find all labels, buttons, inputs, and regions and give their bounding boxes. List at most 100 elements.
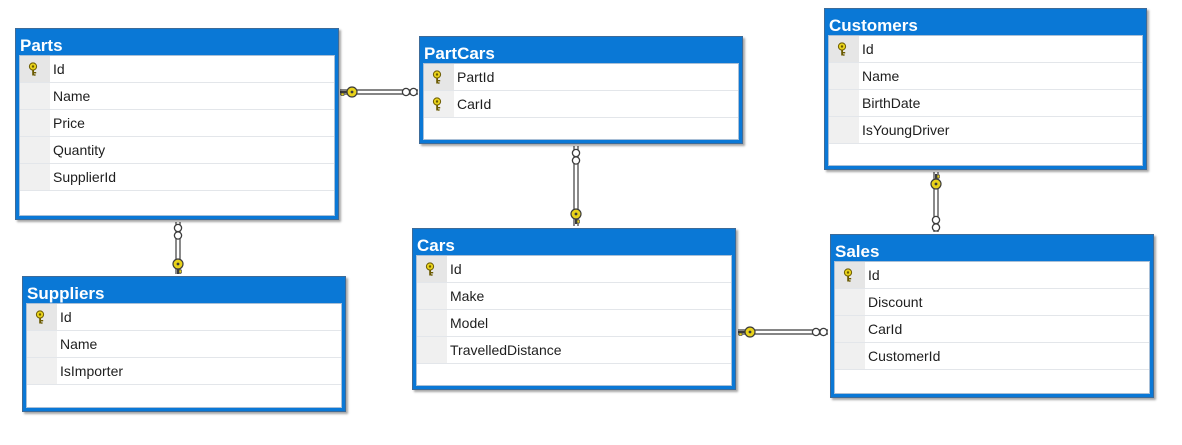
many-end-icon	[409, 87, 418, 97]
column-row-isyoungdriver[interactable]: IsYoungDriver	[829, 117, 1142, 144]
column-name: Id	[862, 41, 874, 57]
many-end-icon	[811, 327, 821, 337]
row-selector	[27, 358, 57, 384]
one-end-key-icon	[172, 258, 184, 274]
table-title: PartCars	[424, 44, 495, 63]
row-selector	[829, 117, 859, 143]
column-name: CarId	[868, 321, 903, 337]
column-name: Id	[53, 61, 65, 77]
column-row-carid[interactable]: CarId	[424, 91, 738, 118]
column-name: Name	[60, 336, 98, 352]
column-name: IsImporter	[60, 363, 124, 379]
column-row-name[interactable]: Name	[829, 63, 1142, 90]
column-name: Id	[60, 309, 72, 325]
row-selector	[424, 64, 454, 90]
column-name: Quantity	[53, 142, 106, 158]
one-end-key-icon	[738, 326, 756, 338]
row-selector	[20, 83, 50, 109]
column-row-id[interactable]: Id	[829, 36, 1142, 63]
column-name: Name	[53, 88, 91, 104]
row-selector	[835, 316, 865, 342]
row-selector	[835, 343, 865, 369]
row-selector	[417, 256, 447, 282]
relationship-suppliers-parts	[172, 222, 184, 274]
column-name: SupplierId	[53, 169, 117, 185]
column-row-carid[interactable]: CarId	[835, 316, 1149, 343]
many-end-icon	[173, 223, 183, 233]
many-end-icon	[931, 223, 941, 232]
column-row-birthdate[interactable]: BirthDate	[829, 90, 1142, 117]
column-row-model[interactable]: Model	[417, 310, 731, 337]
column-name: Price	[53, 115, 85, 131]
column-row-id[interactable]: Id	[417, 256, 731, 283]
column-name: Model	[450, 315, 489, 331]
row-selector	[27, 331, 57, 357]
row-selector	[835, 289, 865, 315]
column-row-id[interactable]: Id	[835, 262, 1149, 289]
column-row-travelleddistance[interactable]: TravelledDistance	[417, 337, 731, 364]
column-name: CarId	[457, 96, 492, 112]
column-row-partid[interactable]: PartId	[424, 64, 738, 91]
primary-key-icon	[842, 268, 854, 282]
column-name: IsYoungDriver	[862, 122, 950, 138]
many-end-icon	[571, 148, 581, 158]
one-end-key-icon	[930, 174, 942, 190]
table-title: Cars	[417, 236, 455, 255]
one-end-key-icon	[570, 208, 582, 224]
one-end-key-icon	[340, 86, 358, 98]
column-row-customerid[interactable]: CustomerId	[835, 343, 1149, 370]
row-selector	[417, 283, 447, 309]
column-row-supplierid[interactable]: SupplierId	[20, 164, 334, 191]
column-row-id[interactable]: Id	[20, 56, 334, 83]
column-name: Discount	[868, 294, 923, 310]
row-selector	[417, 310, 447, 336]
column-row-id[interactable]: Id	[27, 304, 341, 331]
row-selector	[20, 56, 50, 82]
column-name: TravelledDistance	[450, 342, 562, 358]
many-end-icon	[401, 87, 411, 97]
row-selector	[829, 36, 859, 62]
column-row-quantity[interactable]: Quantity	[20, 137, 334, 164]
column-name: Id	[450, 261, 462, 277]
column-row-isimporter[interactable]: IsImporter	[27, 358, 341, 385]
column-name: PartId	[457, 69, 495, 85]
column-row-make[interactable]: Make	[417, 283, 731, 310]
relationship-cars-partcars	[570, 146, 582, 226]
column-name: BirthDate	[862, 95, 921, 111]
row-selector	[829, 90, 859, 116]
column-name: Id	[868, 267, 880, 283]
row-selector	[20, 137, 50, 163]
primary-key-icon	[836, 42, 848, 56]
column-name: CustomerId	[868, 348, 941, 364]
many-end-icon	[571, 156, 581, 165]
table-title: Customers	[829, 16, 918, 35]
row-selector	[20, 110, 50, 136]
column-row-name[interactable]: Name	[27, 331, 341, 358]
primary-key-icon	[431, 70, 443, 84]
row-selector	[835, 262, 865, 288]
primary-key-icon	[424, 262, 436, 276]
table-title: Parts	[20, 36, 63, 55]
column-row-name[interactable]: Name	[20, 83, 334, 110]
primary-key-icon	[34, 310, 46, 324]
row-selector	[424, 91, 454, 117]
many-end-icon	[173, 231, 183, 240]
primary-key-icon	[27, 62, 39, 76]
column-row-discount[interactable]: Discount	[835, 289, 1149, 316]
column-row-price[interactable]: Price	[20, 110, 334, 137]
row-selector	[20, 164, 50, 190]
primary-key-icon	[431, 97, 443, 111]
